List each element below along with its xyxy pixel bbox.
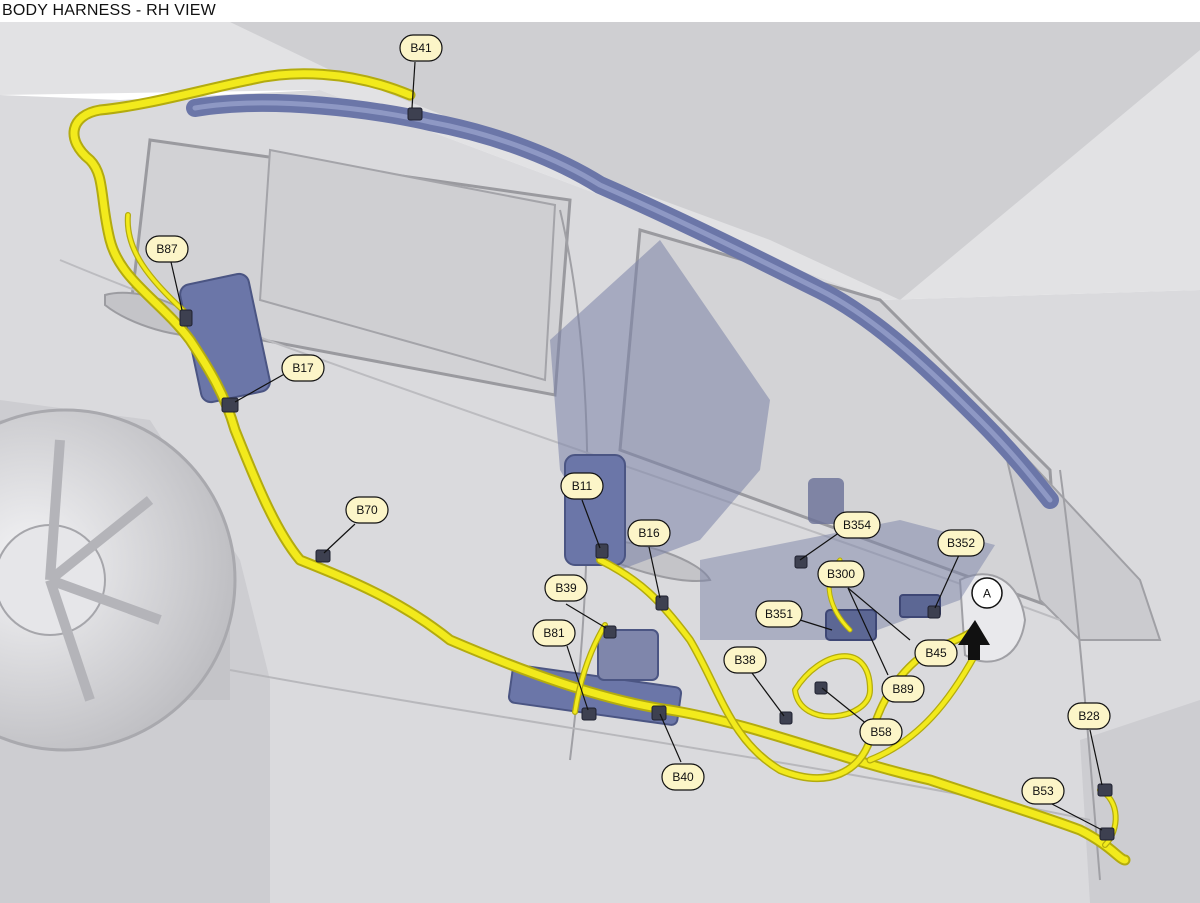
svg-text:B87: B87 [156, 242, 178, 256]
leader-lines [170, 61, 1103, 831]
label-B41: B41 [399, 34, 443, 62]
label-B87: B87 [145, 235, 189, 263]
svg-text:B70: B70 [356, 503, 378, 517]
seat-control-module [825, 609, 877, 641]
svg-text:B53: B53 [1032, 784, 1054, 798]
label-B39: B39 [544, 574, 588, 602]
roof-top [230, 22, 1200, 300]
svg-text:B89: B89 [892, 682, 914, 696]
svg-text:B16: B16 [638, 526, 660, 540]
svg-text:B354: B354 [843, 518, 871, 532]
svg-text:B81: B81 [543, 626, 565, 640]
front-door-seam [1059, 469, 1101, 881]
svg-text:B40: B40 [672, 770, 694, 784]
svg-text:B38: B38 [734, 653, 756, 667]
view-marker-circle [971, 577, 1003, 609]
connector-blocks [179, 107, 1115, 841]
label-B38: B38 [723, 646, 767, 674]
label-B81: B81 [532, 619, 576, 647]
svg-text:B58: B58 [870, 725, 892, 739]
label-B28: B28 [1067, 702, 1111, 730]
svg-text:B41: B41 [410, 41, 432, 55]
diagram-title: BODY HARNESS - RH VIEW [0, 0, 1200, 22]
label-B40: B40 [661, 763, 705, 791]
svg-text:B28: B28 [1078, 709, 1100, 723]
label-B58: B58 [859, 718, 903, 746]
svg-text:B300: B300 [827, 567, 855, 581]
label-B53: B53 [1021, 777, 1065, 805]
label-B352: B352 [937, 529, 985, 557]
view-arrow-icon [958, 620, 990, 660]
label-B70: B70 [345, 496, 389, 524]
callout-labels: B41 B87 B17 B70 B11 B16 B354 B352 [145, 34, 1111, 805]
label-B351: B351 [755, 600, 803, 628]
view-marker-label: A [983, 587, 991, 601]
label-B89: B89 [881, 675, 925, 703]
wheel-spokes [45, 439, 162, 702]
label-B354: B354 [833, 511, 881, 539]
label-B11: B11 [560, 472, 604, 500]
label-B16: B16 [627, 519, 671, 547]
label-B17: B17 [281, 354, 325, 382]
svg-text:B45: B45 [925, 646, 947, 660]
label-B300: B300 [817, 560, 865, 588]
svg-text:B11: B11 [572, 479, 593, 493]
svg-text:B17: B17 [292, 361, 314, 375]
svg-text:B352: B352 [947, 536, 975, 550]
svg-text:B351: B351 [765, 607, 793, 621]
seat-side-airbag [564, 454, 626, 566]
label-B45: B45 [914, 639, 958, 667]
svg-text:B39: B39 [555, 581, 577, 595]
harness-diagram: A B41 B87 B17 [0, 22, 1200, 903]
